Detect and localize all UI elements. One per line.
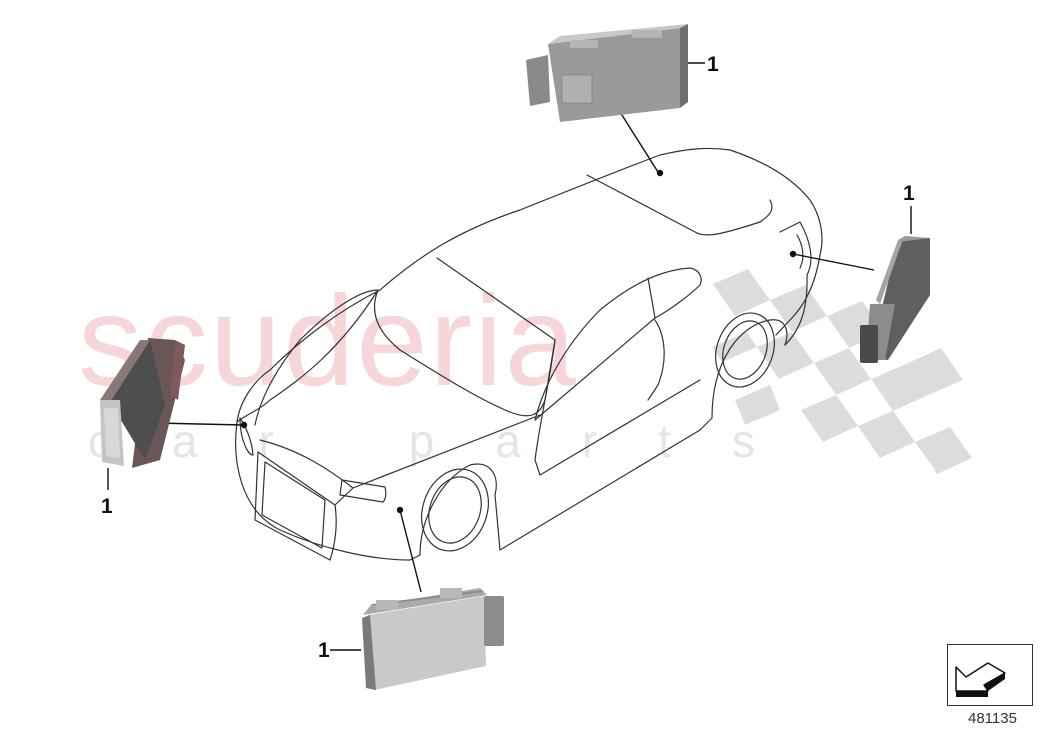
- callout-front-bottom[interactable]: 1: [318, 639, 330, 662]
- callout-rear-right[interactable]: 1: [903, 182, 915, 205]
- callout-top[interactable]: 1: [707, 53, 719, 76]
- navigate-back-button[interactable]: [947, 644, 1033, 706]
- diagram-id-label: 481135: [968, 710, 1017, 727]
- brand-subtitle-watermark: car parts: [88, 415, 816, 467]
- arrow-down-left-icon: [955, 662, 1006, 697]
- callout-front-left[interactable]: 1: [101, 495, 113, 518]
